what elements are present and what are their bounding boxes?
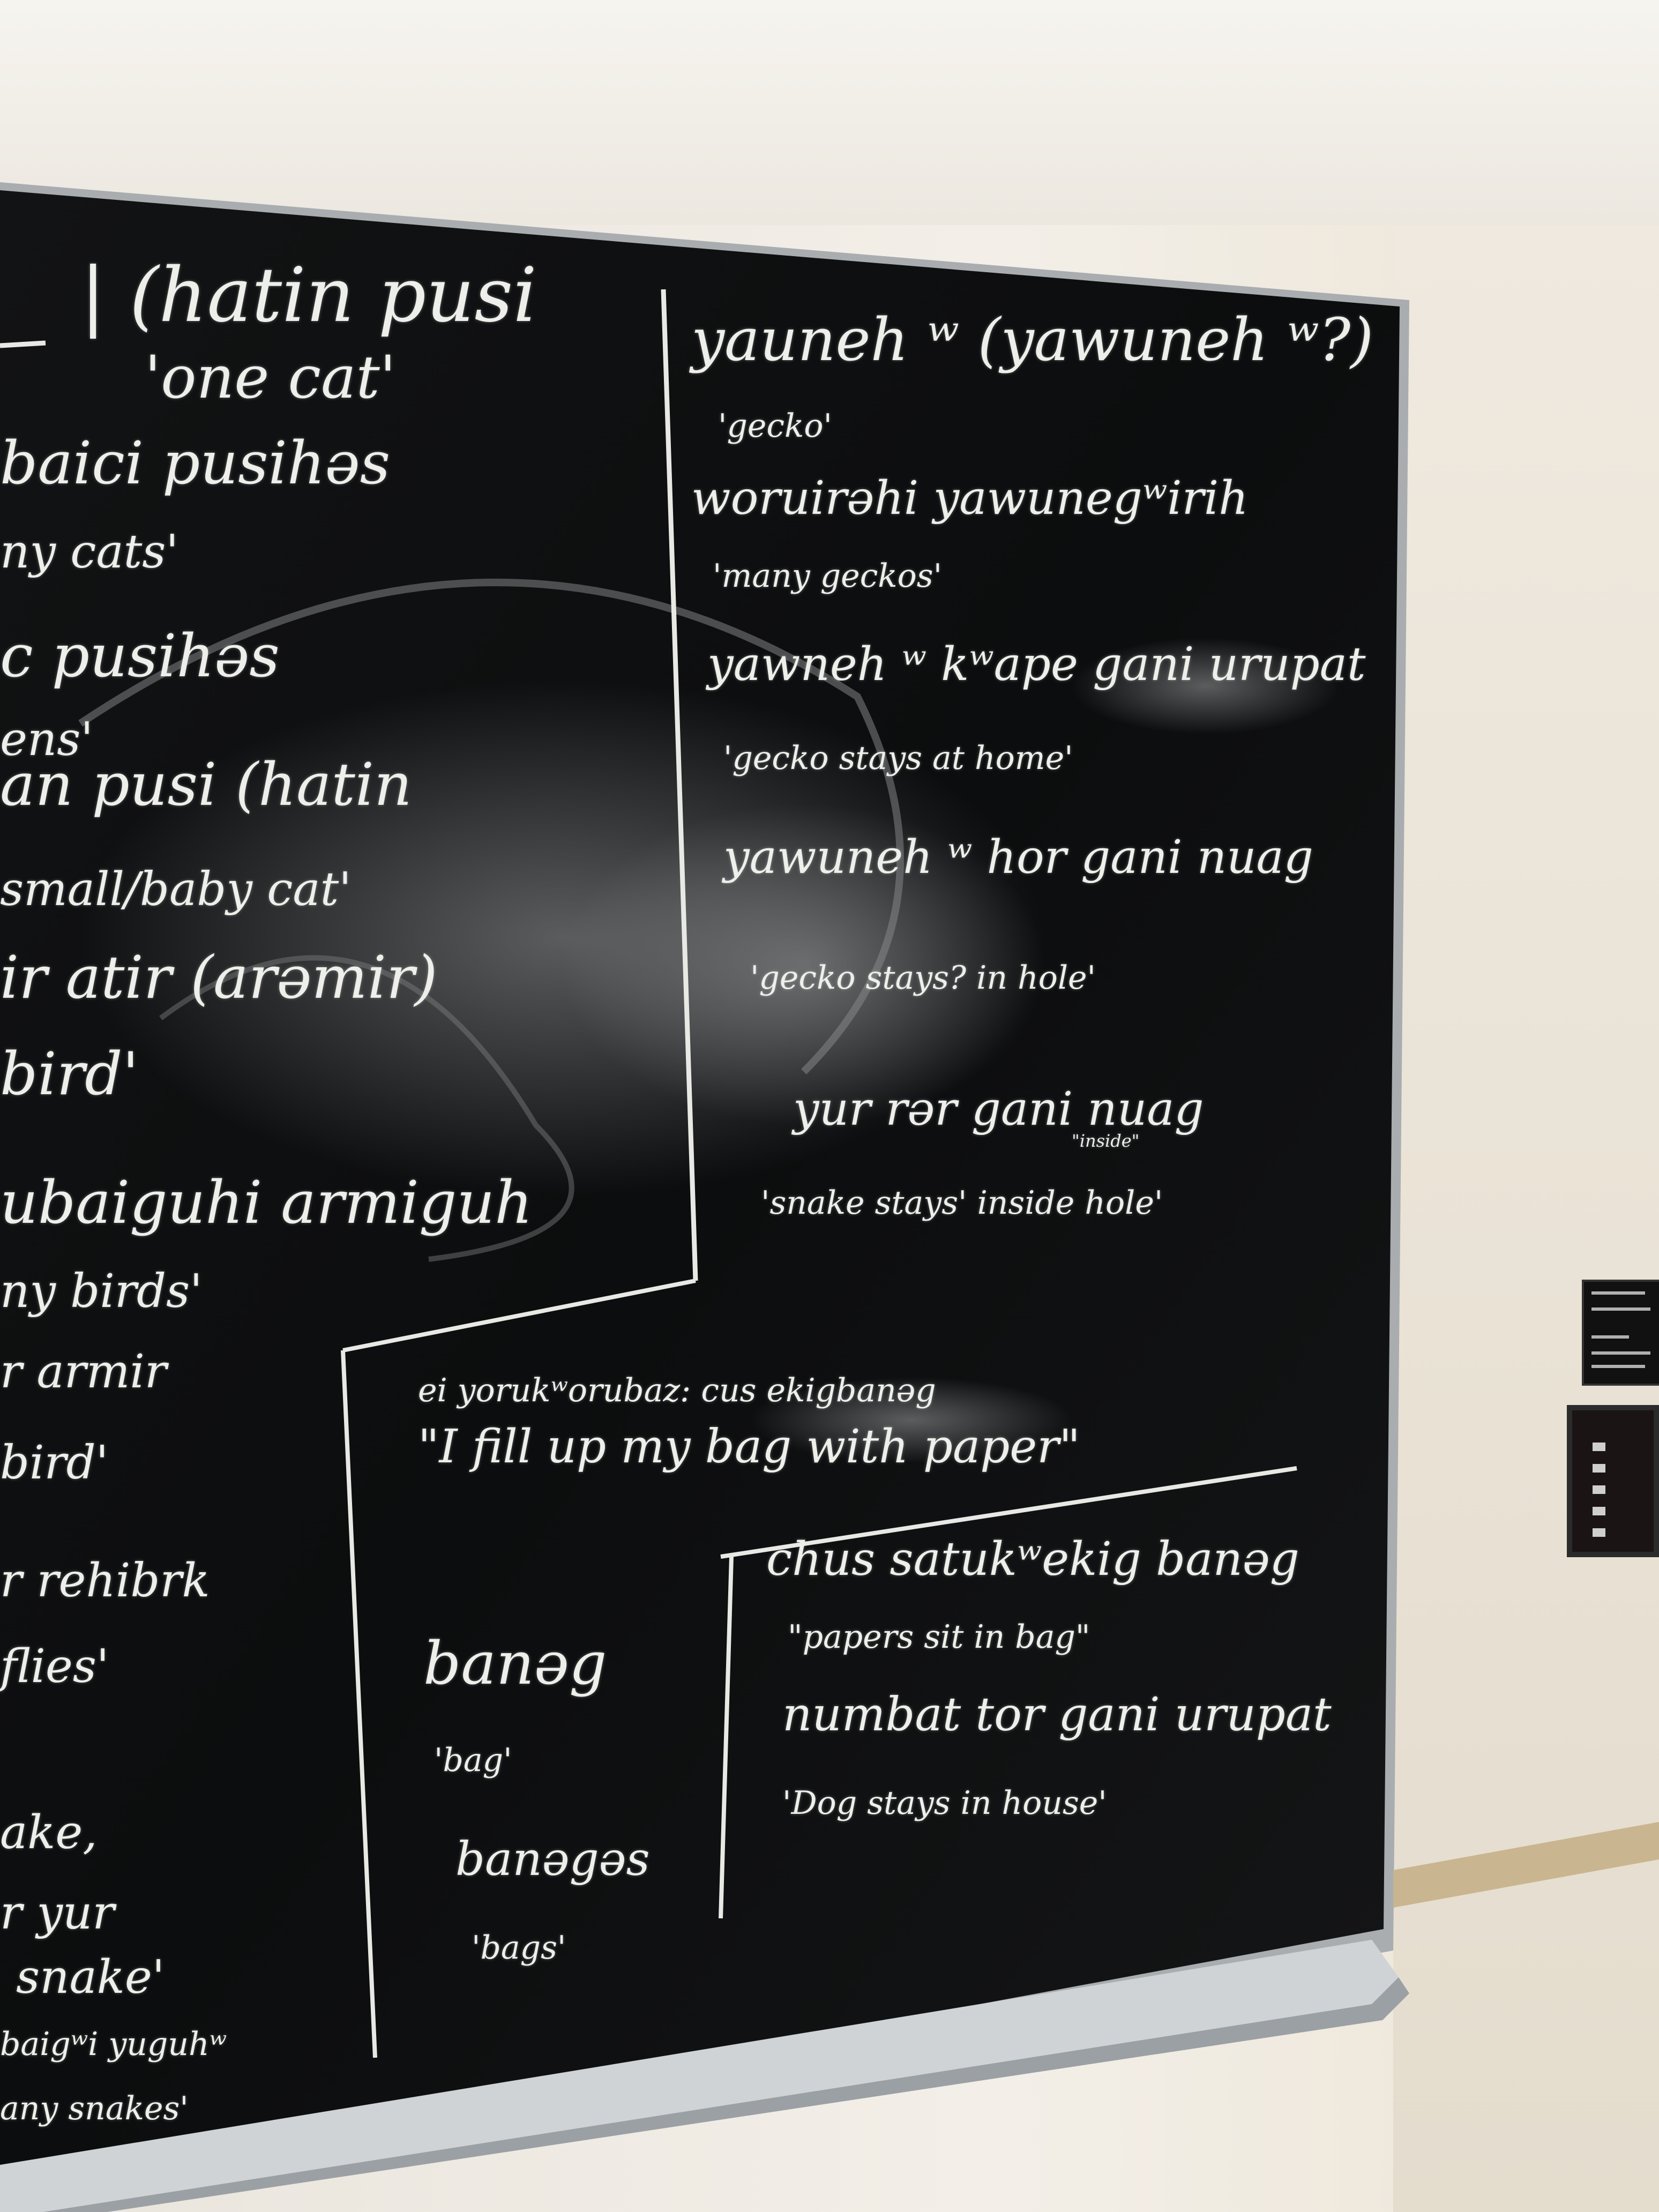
chalk-line: ir atir (arəmir) (0, 943, 438, 1012)
chalk-line: 'gecko stays at home' (723, 739, 1073, 777)
chalk-line: banəg (423, 1629, 607, 1698)
divider-vertical-lower (341, 1350, 377, 2058)
underline-mark (0, 340, 46, 348)
chalk-line: woruirəhi yawunegʷirih (691, 472, 1249, 525)
chalk-line: c pusihəs (0, 622, 280, 690)
chalk-line: ake, (0, 1806, 98, 1859)
chalk-line: chus satukʷekig banəg (766, 1533, 1299, 1586)
chalk-line: 'bags' (472, 1929, 566, 1967)
divider-vertical (661, 289, 698, 1281)
chalk-line: ny cats' (0, 525, 179, 579)
wall-display-panel (1567, 1405, 1659, 1557)
chalk-line: r armir (0, 1345, 167, 1399)
chalk-line: baici pusihəs (0, 429, 391, 497)
chalk-line: yawneh ʷ kʷape gani urupat (707, 638, 1366, 691)
chalk-line: ei yorukʷorubaz: cus ekigbanəg (418, 1372, 936, 1409)
chalk-line: bird' (0, 1436, 109, 1490)
wall-top (0, 0, 1659, 225)
chalk-line: ny birds' (0, 1265, 203, 1318)
chalk-line: 'Dog stays in house' (782, 1784, 1107, 1822)
chalk-line: 'gecko stays? in hole' (750, 959, 1096, 997)
chalk-line: 'many geckos' (713, 557, 943, 595)
chalk-line: numbat tor gani urupat (782, 1688, 1332, 1742)
chalk-line: 'snake stays' inside hole' (761, 1184, 1163, 1222)
chalk-line: ubaiguhi armiguh (0, 1168, 533, 1237)
chalk-line: ens' (0, 713, 94, 766)
chalk-line: 'gecko' (718, 407, 832, 445)
chalk-line: an pusi (hatin (0, 750, 412, 819)
wall-ledge (1393, 1822, 1659, 1908)
chalk-line: yauneh ʷ (yawuneh ʷ?) (691, 305, 1374, 374)
chalk-line: r rehibrk (0, 1554, 210, 1608)
divider-vertical-small (719, 1556, 734, 1919)
chalk-line: r yur (0, 1886, 115, 1940)
chalk-line: 'bag' (434, 1742, 512, 1779)
chalk-line: any snakes' (0, 2090, 189, 2127)
wall-plaque (1582, 1280, 1659, 1386)
chalk-line: small/baby cat' (0, 863, 352, 916)
chalk-line: "inside" (1072, 1131, 1140, 1151)
chalk-line: yur rər gani nuag (793, 1082, 1204, 1136)
divider-horizontal-lower (720, 1466, 1297, 1559)
chalk-line: flies' (0, 1640, 109, 1693)
chalk-line: | (hatin pusi (80, 252, 537, 339)
faded-sketch (78, 578, 904, 1074)
chalk-line: snake' (16, 1951, 165, 2004)
divider-horizontal (342, 1279, 696, 1352)
chalk-line: baigʷi yuguhʷ (0, 2026, 227, 2063)
chalk-line: yawuneh ʷ hor gani nuag (723, 831, 1313, 884)
chalk-line: "I fill up my bag with paper" (418, 1420, 1080, 1474)
chalk-line: banəgəs (455, 1833, 650, 1886)
chalk-tray (0, 1940, 1399, 2212)
board-surface (0, 190, 1400, 2186)
chalk-line: bird' (0, 1040, 139, 1108)
chalk-line: 'one cat' (145, 343, 397, 412)
eraser-smudge (1072, 638, 1340, 734)
eraser-smudge (750, 1377, 1072, 1463)
chalk-line: "papers sit in bag" (788, 1618, 1090, 1656)
faded-sketch (159, 955, 574, 1262)
